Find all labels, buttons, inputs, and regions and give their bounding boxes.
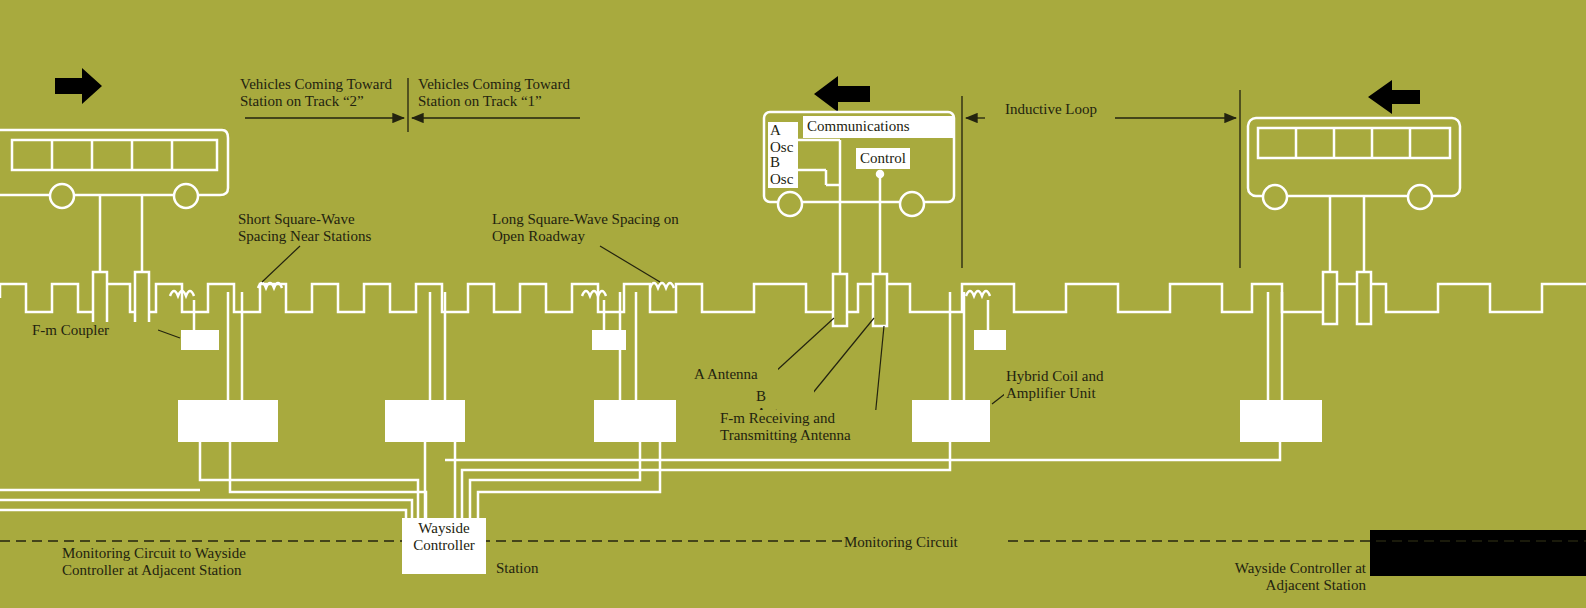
wayside-wiring bbox=[0, 283, 1282, 520]
vehicles bbox=[0, 112, 1460, 274]
callout-label: Short Square-Wave Spacing Near Stations bbox=[236, 211, 388, 245]
callout-label: Station bbox=[494, 560, 564, 577]
callout-label: F-m Receiving and Transmitting Antenna bbox=[718, 410, 878, 444]
callout-label: F-m Coupler bbox=[30, 322, 158, 339]
direction-arrow bbox=[1368, 80, 1420, 114]
callout-label: Wayside Controller at Adjacent Station bbox=[1200, 560, 1368, 594]
callout-label: Monitoring Circuit bbox=[842, 534, 1002, 551]
callout-label: Monitoring Circuit to Wayside Controller… bbox=[60, 545, 260, 579]
direction-arrow bbox=[55, 68, 102, 104]
node-text: Control bbox=[860, 150, 906, 167]
callout-label: Inductive Loop bbox=[990, 101, 1112, 118]
callout-label: Long Square-Wave Spacing on Open Roadway bbox=[490, 211, 710, 245]
direction-arrow bbox=[814, 76, 870, 112]
inductive-loop-wave bbox=[0, 284, 1586, 312]
callout-label: Vehicles Coming Toward Station on Track … bbox=[238, 76, 406, 110]
leader-lines bbox=[158, 246, 1010, 418]
node-text: Communications bbox=[807, 118, 949, 135]
equipment-box: Control bbox=[856, 148, 910, 169]
callout-label: Hybrid Coil and Amplifier Unit bbox=[1004, 368, 1138, 402]
callout-label: Vehicles Coming Toward Station on Track … bbox=[416, 76, 586, 110]
equipment-box: Communications bbox=[803, 116, 953, 138]
controller-box: Wayside Controller bbox=[402, 518, 486, 574]
adjacent-controller bbox=[1370, 530, 1586, 576]
antennas bbox=[93, 272, 1371, 326]
callout-label: B Osc bbox=[768, 154, 798, 188]
callout-label: A Antenna bbox=[692, 366, 778, 383]
monitoring-circuit bbox=[0, 540, 1586, 542]
callout-label: A Osc bbox=[768, 122, 798, 156]
node-text: Wayside Controller bbox=[406, 520, 482, 554]
